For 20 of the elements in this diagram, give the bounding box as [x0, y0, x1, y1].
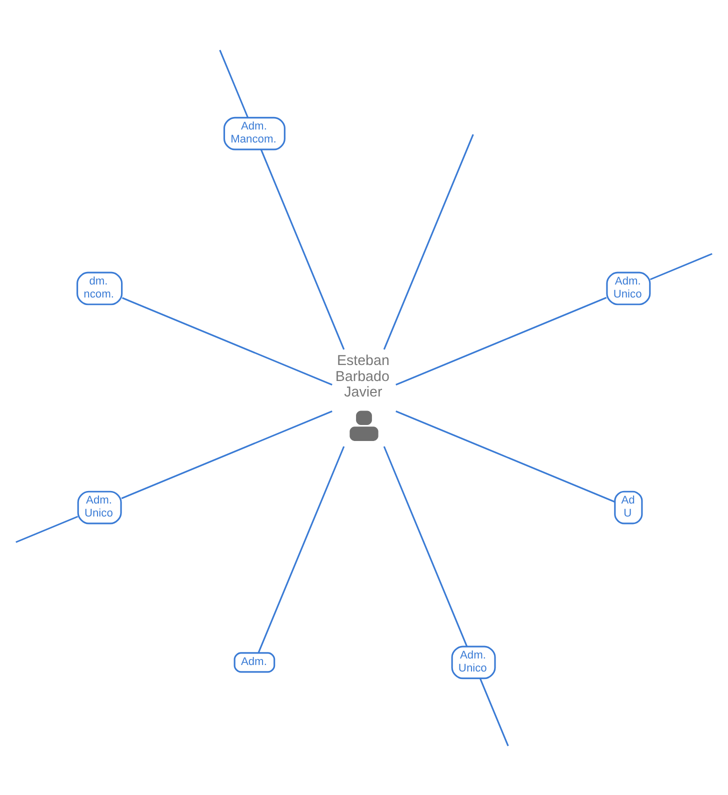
connector: [16, 515, 78, 542]
connector: [260, 148, 345, 350]
connector: [383, 134, 474, 350]
connector: [480, 678, 509, 746]
connector: [219, 49, 248, 118]
connector: [122, 296, 332, 386]
connector: [383, 446, 468, 646]
node-box: Adm. Unico: [77, 490, 122, 524]
connector: [396, 296, 607, 386]
node-label: Esteban Barbado Javier: [335, 352, 390, 400]
node-box: Adm. Mancom.: [223, 116, 286, 150]
node-box: dm. ncom.: [76, 271, 123, 305]
connector: [396, 410, 616, 502]
node-box: Adm.: [234, 652, 276, 672]
connector: [121, 410, 332, 499]
node-box: Adm. Unico: [606, 271, 651, 305]
connector: [258, 446, 345, 652]
connector: [650, 252, 712, 280]
node-box: Adm. Unico: [451, 645, 496, 679]
node-box: Ad U: [614, 490, 643, 524]
